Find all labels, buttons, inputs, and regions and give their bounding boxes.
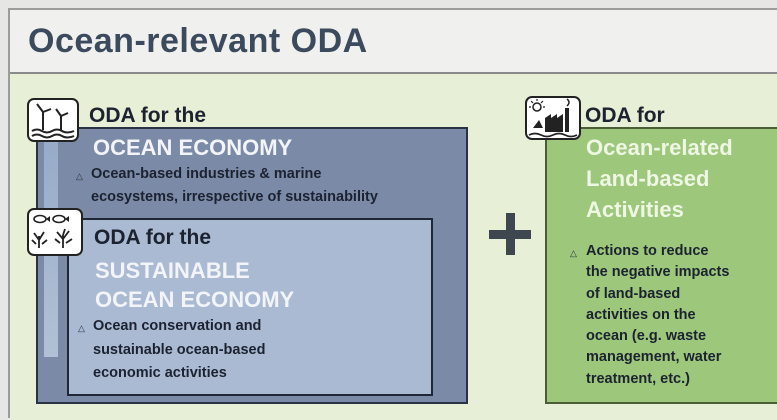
land-based-heading-line-3: Activities (586, 197, 684, 222)
triangle-bullet-icon: △ (570, 248, 577, 258)
wind-turbine-icon (27, 98, 79, 142)
factory-pollution-icon (525, 96, 581, 140)
ocean-economy-bullet-1: Ocean-based industries & marine (91, 166, 322, 182)
land-based-bullet: Actions to reduce the negative impacts o… (586, 241, 729, 390)
sustainable-prefix: ODA for the (94, 226, 212, 249)
ocean-economy-bullet-2: ecosystems, irrespective of sustainabili… (91, 189, 378, 205)
land-based-bullet-line: treatment, etc.) (586, 370, 690, 387)
land-based-bullet-line: Actions to reduce (586, 243, 709, 259)
fish-coral-icon (27, 208, 83, 256)
ocean-economy-prefix: ODA for the (89, 104, 207, 127)
title-bar: Ocean-relevant ODA (10, 10, 777, 74)
plus-icon (486, 210, 536, 260)
land-based-bullet-line: ocean (e.g. waste (586, 328, 707, 345)
sustainable-bullet-3: economic activities (93, 365, 227, 381)
land-based-bullet-line: the negative impacts (586, 264, 730, 281)
land-based-heading-line-1: Ocean-related (586, 135, 733, 160)
sustainable-bullet-2: sustainable ocean-based (93, 342, 266, 358)
land-based-bullet-line: management, water (586, 349, 722, 366)
page-title: Ocean-relevant ODA (28, 22, 368, 60)
triangle-bullet-icon: △ (78, 323, 85, 333)
triangle-bullet-icon: △ (76, 171, 83, 181)
land-based-box (545, 127, 777, 404)
sustainable-heading-line-1: SUSTAINABLE (95, 258, 250, 283)
land-based-heading-line-2: Land-based (586, 166, 710, 191)
sustainable-bullet-1: Ocean conservation and (93, 318, 262, 334)
land-based-bullet-line: activities on the (586, 306, 696, 323)
land-based-bullet-line: of land-based (586, 285, 681, 302)
ocean-economy-heading: OCEAN ECONOMY (93, 135, 293, 160)
land-based-prefix: ODA for (585, 104, 665, 127)
sustainable-ocean-economy-box (67, 218, 433, 396)
sustainable-heading-line-2: OCEAN ECONOMY (95, 287, 295, 312)
